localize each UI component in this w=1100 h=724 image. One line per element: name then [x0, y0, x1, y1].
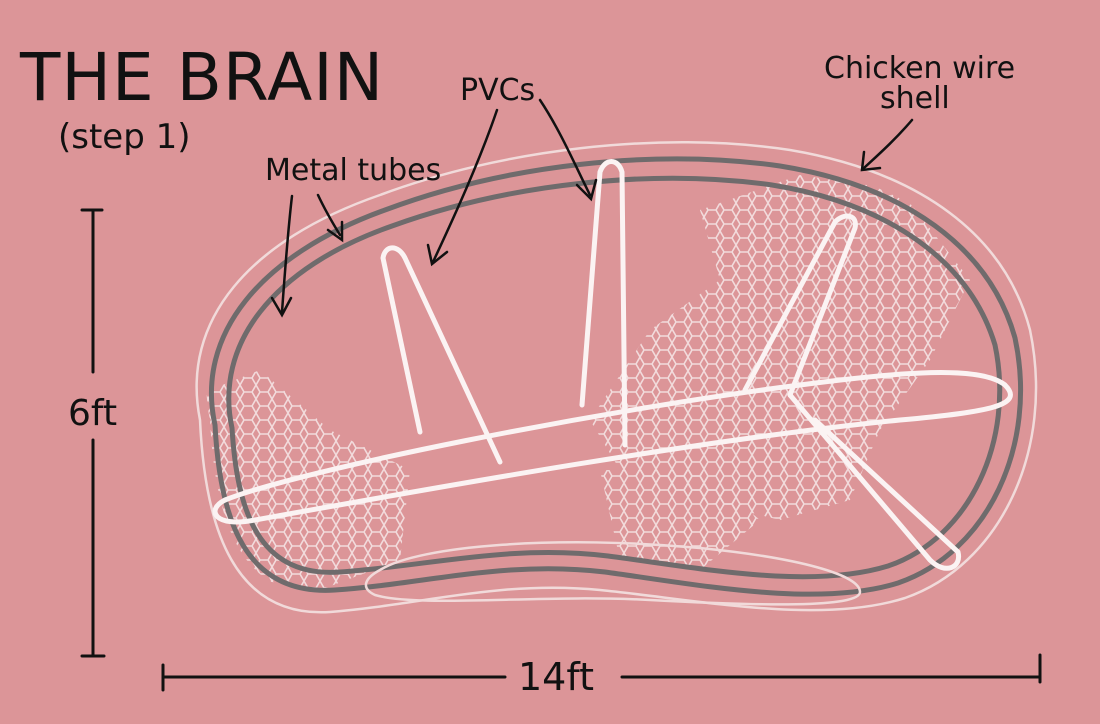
label-chicken-wire-line-2: shell — [880, 81, 950, 116]
base-pad — [364, 541, 862, 606]
pvc-upright-right — [742, 213, 858, 398]
label-pvcs: PVCs — [460, 73, 535, 108]
width-dimension-line — [161, 653, 1042, 692]
height-dimension-line — [80, 208, 106, 658]
label-metal-tubes: Metal tubes — [265, 153, 441, 188]
arrows-metal-tubes — [270, 193, 344, 318]
subtitle: (step 1) — [58, 117, 191, 157]
pvc-upright-left — [380, 245, 503, 465]
pvc-pipes — [212, 159, 1013, 571]
width-label: 14ft — [518, 655, 594, 699]
chicken-wire-shell-outline — [195, 141, 1038, 614]
pvc-upright-center — [579, 159, 628, 448]
arrow-chicken-wire — [860, 118, 914, 172]
metal-tube-inner — [226, 175, 1003, 580]
label-chicken-wire-line-1: Chicken wire — [824, 51, 1015, 86]
pvc-diagonal-leg — [787, 392, 962, 571]
metal-tubes — [208, 156, 1024, 597]
arrows-pvcs — [426, 98, 598, 267]
pvc-horizontal — [212, 370, 1013, 525]
metal-tube-outer — [208, 156, 1024, 597]
height-label: 6ft — [68, 393, 117, 434]
title: THE BRAIN — [19, 39, 384, 116]
